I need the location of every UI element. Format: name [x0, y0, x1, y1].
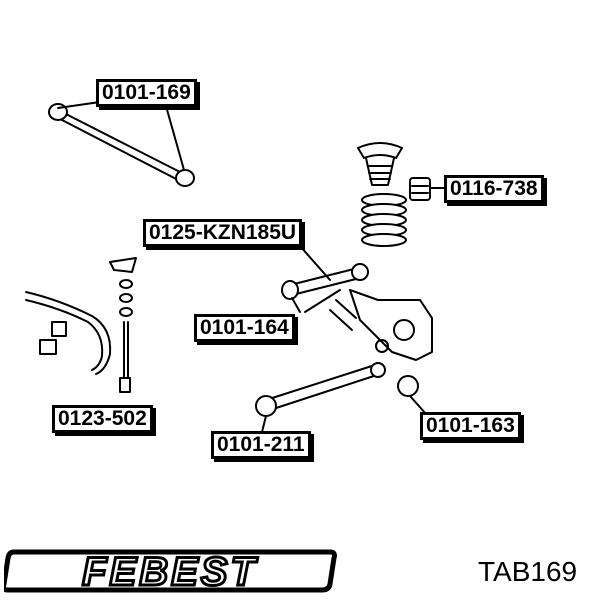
upper-control-arm: [48, 101, 195, 187]
part-label-lower-arm: 0101-211: [211, 431, 311, 459]
part-code: TAB169: [478, 556, 578, 587]
part-label-bump-stop: 0116-738: [444, 175, 544, 203]
part-label-lower-arm-bushing: 0101-163: [420, 412, 521, 440]
coil-spring-assembly: [357, 142, 407, 247]
stabilizer-bar: [25, 291, 112, 375]
upper-right-arm: [281, 245, 369, 313]
part-label-upper-right-arm: 0125-KZN185U: [143, 219, 303, 247]
febest-logo: FEBEST: [4, 549, 337, 596]
part-label-bushing: 0101-164: [194, 314, 295, 342]
brand-name: FEBEST: [82, 550, 258, 594]
knuckle-carrier: [329, 289, 433, 361]
lower-control-arm: [255, 362, 427, 433]
bump-stop: [409, 177, 445, 201]
part-label-upper-arm: 0101-169: [96, 79, 197, 107]
stabilizer-link: [109, 257, 137, 393]
part-label-stabilizer-link: 0123-502: [52, 405, 153, 433]
